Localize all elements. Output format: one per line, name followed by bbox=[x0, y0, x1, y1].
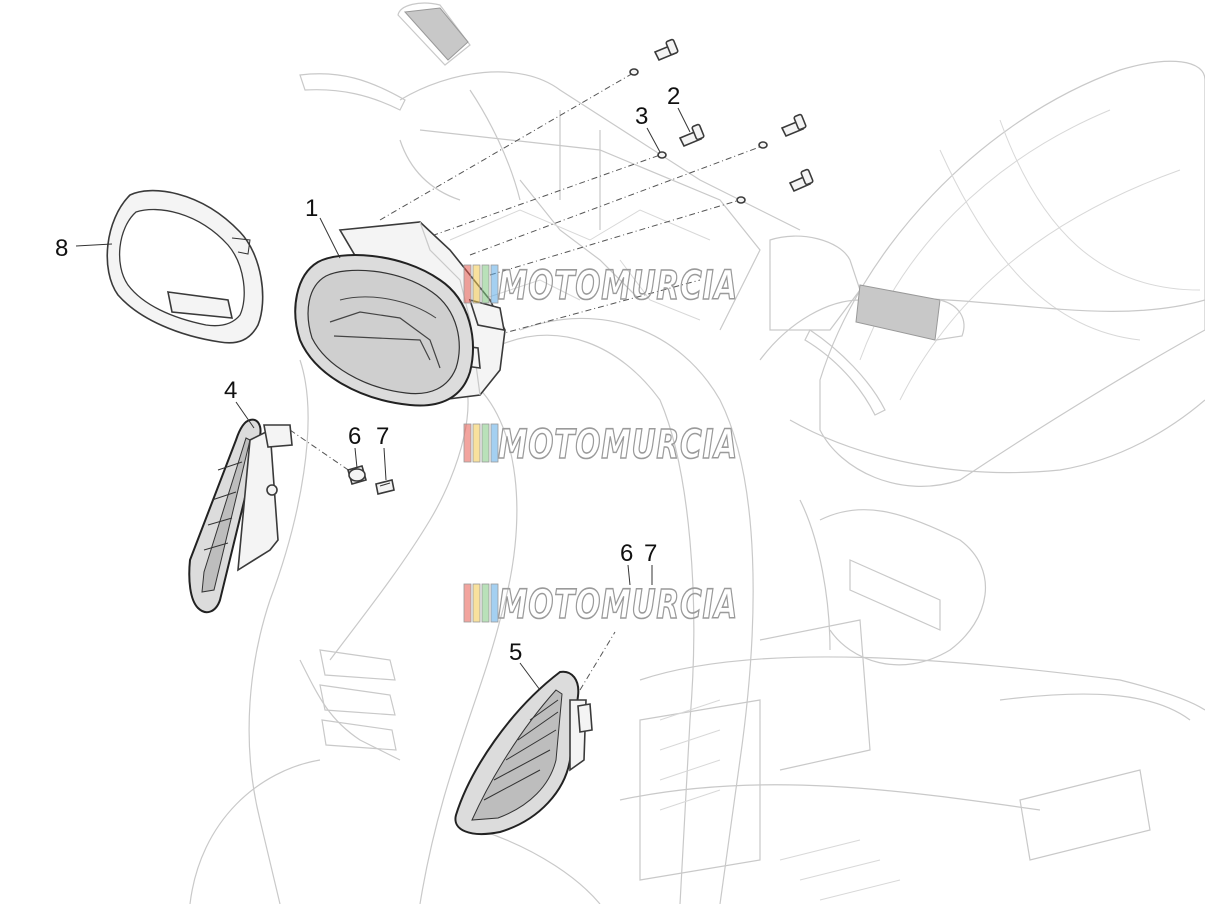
svg-text:MOTOMURCIA: MOTOMURCIA bbox=[498, 422, 738, 468]
callout-3: 3 bbox=[635, 103, 648, 130]
watermark-color-bar bbox=[463, 264, 472, 304]
svg-text:MOTOMURCIA: MOTOMURCIA bbox=[498, 582, 738, 628]
watermark-color-bar bbox=[463, 583, 472, 623]
svg-text:MOTOMURCIA: MOTOMURCIA bbox=[498, 263, 738, 309]
callout-2: 2 bbox=[667, 83, 680, 110]
watermark-color-bar bbox=[481, 264, 490, 304]
screws-and-washers bbox=[629, 38, 814, 204]
watermark-color-bar bbox=[472, 583, 481, 623]
watermark-color-bar bbox=[472, 264, 481, 304]
watermark-1: MOTOMURCIA bbox=[463, 262, 738, 310]
callout-5: 5 bbox=[509, 639, 522, 666]
front-left-turn-signal bbox=[188, 418, 293, 614]
bulb-and-screw-left bbox=[347, 465, 395, 495]
watermark-color-bar bbox=[481, 583, 490, 623]
watermark-color-bar bbox=[490, 423, 499, 463]
callout-8: 8 bbox=[55, 235, 68, 262]
callout-4: 4 bbox=[224, 377, 237, 404]
watermark-2: MOTOMURCIA bbox=[463, 421, 738, 469]
front-right-turn-signal bbox=[454, 670, 593, 836]
watermark-3: MOTOMURCIA bbox=[463, 581, 738, 629]
watermark-color-bar bbox=[490, 264, 499, 304]
callout-7-left: 7 bbox=[376, 423, 389, 450]
headlight-assembly bbox=[294, 221, 506, 407]
scooter-ghost-outline bbox=[189, 2, 1205, 904]
watermark-color-bar bbox=[481, 423, 490, 463]
leader-lines bbox=[75, 107, 691, 691]
callout-7-right: 7 bbox=[644, 540, 657, 567]
watermark-color-bar bbox=[463, 423, 472, 463]
watermark-color-bar bbox=[490, 583, 499, 623]
callout-1: 1 bbox=[305, 195, 318, 222]
callouts: 1 2 3 4 5 6 7 6 7 8 bbox=[55, 83, 680, 666]
callout-6-left: 6 bbox=[348, 423, 361, 450]
headlight-bezel bbox=[106, 189, 264, 344]
callout-6-right: 6 bbox=[620, 540, 633, 567]
watermark-color-bar bbox=[472, 423, 481, 463]
